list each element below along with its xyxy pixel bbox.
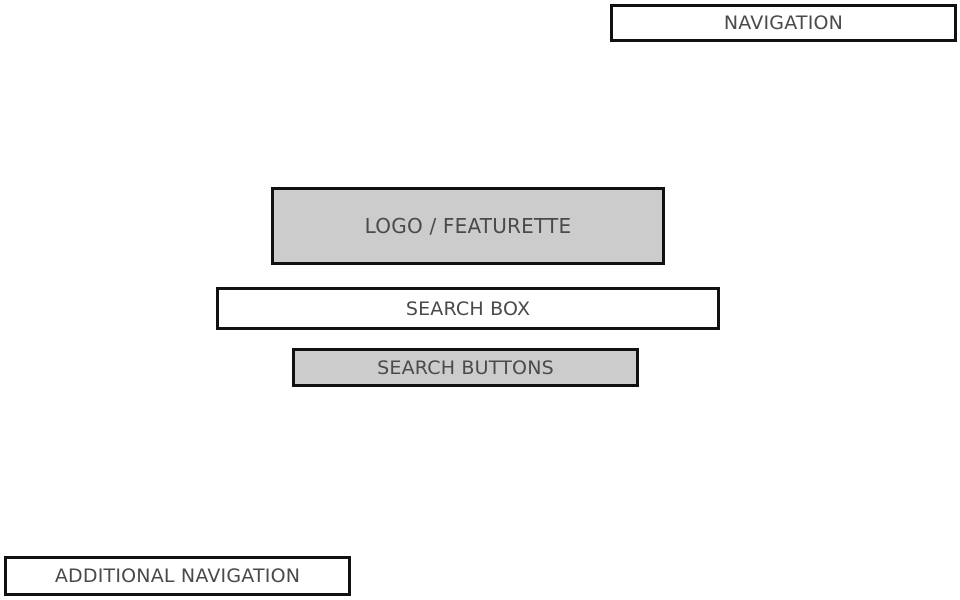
additional-navigation-label: ADDITIONAL NAVIGATION [54, 565, 301, 587]
logo-featurette-label: LOGO / FEATURETTE [364, 214, 572, 238]
logo-featurette-block: LOGO / FEATURETTE [271, 187, 665, 265]
search-box-block: SEARCH BOX [216, 287, 720, 330]
navigation-label: NAVIGATION [723, 12, 844, 34]
additional-navigation-block: ADDITIONAL NAVIGATION [4, 556, 351, 596]
search-buttons-label: SEARCH BUTTONS [377, 356, 554, 379]
navigation-block: NAVIGATION [610, 4, 957, 42]
search-buttons-block: SEARCH BUTTONS [292, 348, 639, 387]
search-box-label: SEARCH BOX [405, 297, 531, 320]
